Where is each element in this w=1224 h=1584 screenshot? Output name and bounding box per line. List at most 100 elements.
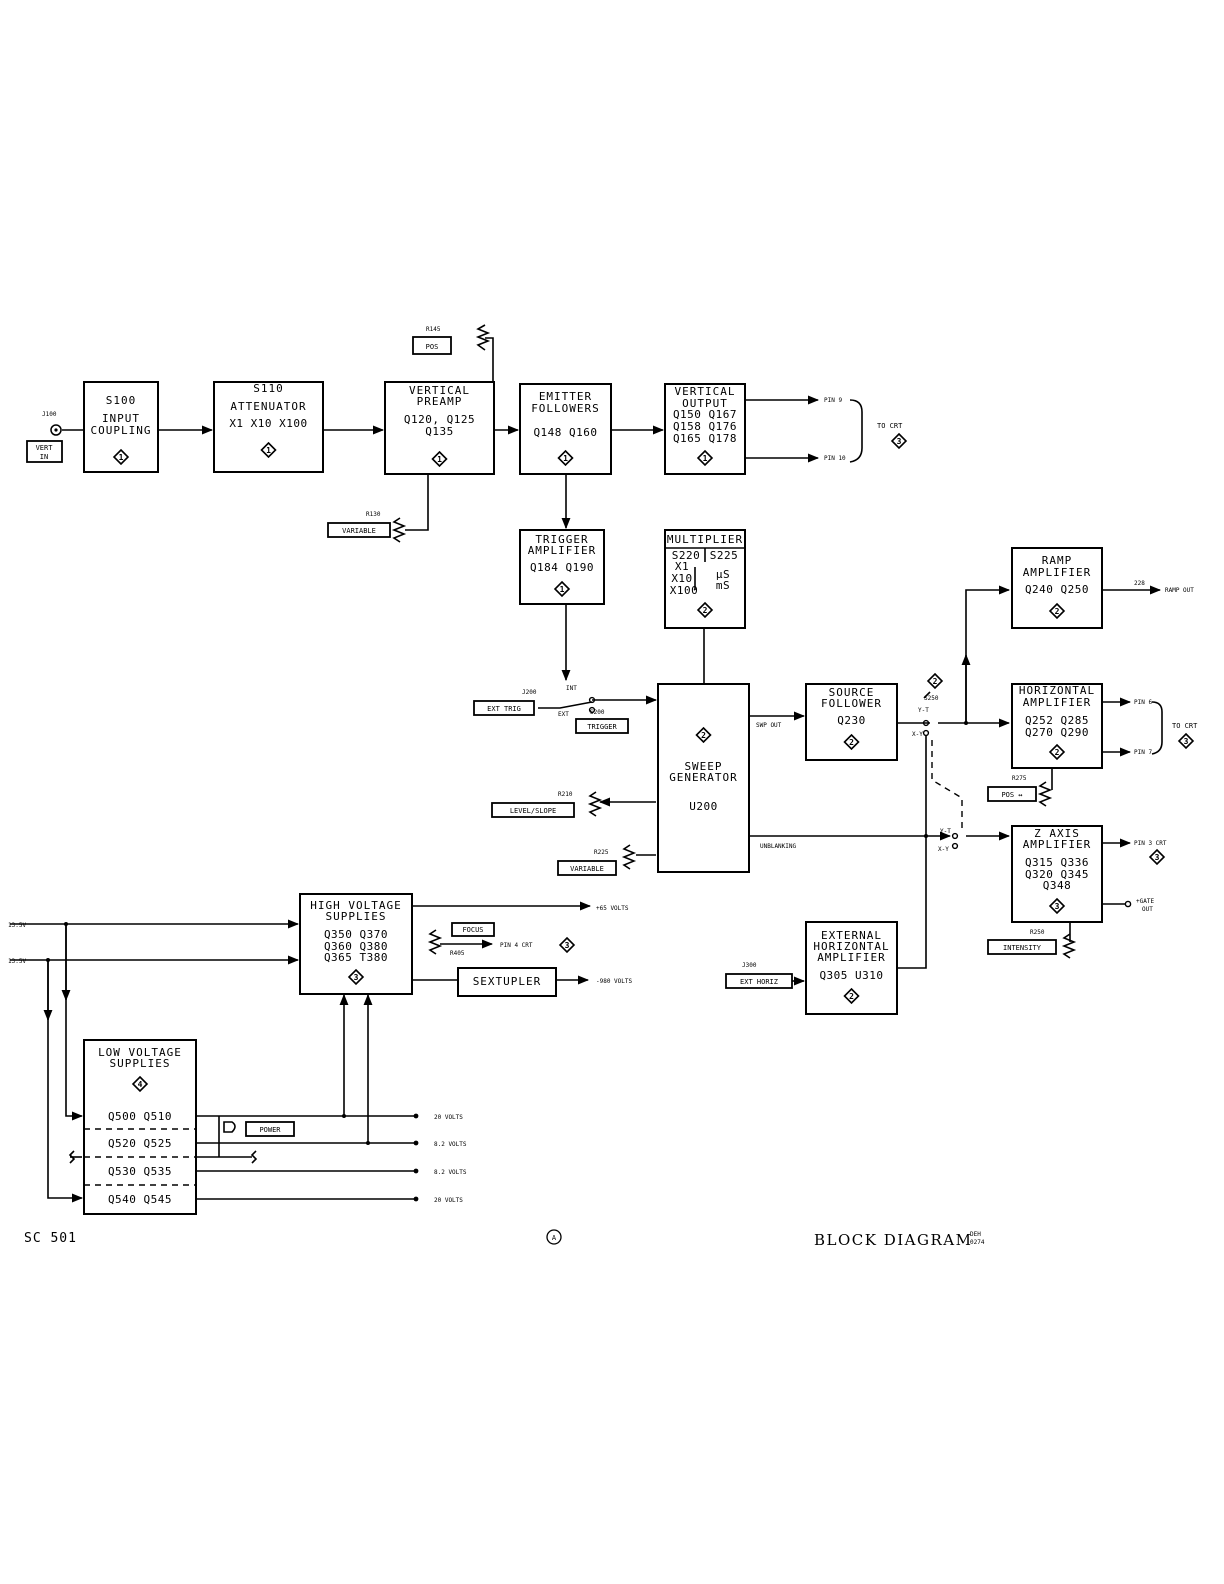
block-s110-body: X1 X10 X100 [229,417,307,430]
xy-label-a: X-Y [912,731,923,738]
focus-tag [451,922,495,937]
to-crt-label-2: TO CRT [1172,722,1198,730]
svg-text:1: 1 [437,455,442,464]
s250b-contact-yt [951,832,959,840]
power-switch [223,1121,236,1133]
block-zaxis-title: AMPLIFIER [1023,838,1092,851]
footer: SC 501 A BLOCK DIAGRAM DEH 0274 [24,1229,985,1249]
wire-r130 [405,474,429,531]
block-exth-frame [805,921,898,1015]
r250-label: R250 [1030,929,1045,936]
ext-label: EXT [558,711,569,718]
r405-label: R405 [450,950,465,957]
sheet-refs: 3 3 3 3 2 [558,432,1195,954]
block-mult-body: X10 [671,572,692,585]
r225-pot [621,844,637,870]
to-crt-label-1: TO CRT [877,422,903,430]
s200-label: S200 [590,709,605,716]
svg-text:1: 1 [563,454,568,463]
r130-label: R130 [366,511,381,518]
power-text: POWER [259,1126,281,1134]
block-lv-row: Q520 Q525 [108,1137,172,1150]
svg-text:3: 3 [1184,737,1189,746]
power-tag [245,1121,295,1137]
wire-lv-4 [47,960,84,1203]
block-mult-body: S220 [672,549,701,562]
code-label-2: 0274 [970,1239,985,1246]
block-hv-sheet-ref: 3 [347,968,365,986]
svg-text:2: 2 [701,731,706,740]
block-lv-row: Q500 Q510 [108,1110,172,1123]
block-zaxis-sheet-ref: 3 [1048,897,1066,915]
v82b-label: 8.2 VOLTS [434,1169,467,1176]
yt-label-b: Y-T [940,828,951,835]
pin3-sheet: 3 [1148,848,1166,866]
block-trig-sheet-ref: 1 [553,580,571,598]
pos-v-text: POS [426,343,439,351]
block-trig-body: Q184 Q190 [530,561,594,574]
block-exth-body: Q305 U310 [819,969,883,982]
minus980-label: -980 VOLTS [596,978,633,985]
r210-label: R210 [558,791,573,798]
block-emit-title: FOLLOWERS [531,402,600,415]
block-hv-body: Q360 Q380 [324,940,388,953]
s250-mark [923,691,931,699]
block-vpre-body: Q135 [425,425,454,438]
j100-jack [50,424,62,436]
r145-pot [475,324,491,351]
int-label: INT [566,685,577,692]
block-ramp-title: AMPLIFIER [1023,566,1092,579]
ramp-out-label: RAMP OUT [1165,587,1194,594]
block-s110-sheet-ref: 1 [260,441,277,459]
block-src-title: FOLLOWER [821,697,882,710]
pos-h-text: POS ↔ [1001,791,1022,799]
variable-s-tag [557,860,617,876]
svg-text:3: 3 [1155,853,1160,862]
block-zaxis-body: Q348 [1043,879,1072,892]
pin10-label: PIN 10 [824,455,846,462]
svg-text:3: 3 [565,941,570,950]
block-horiz-body: Q270 Q290 [1025,726,1089,739]
block-s100-frame [83,381,159,473]
variable-v-text: VARIABLE [342,527,376,535]
block-sweep-sheet-ref: 2 [695,726,712,744]
v20a-label: 20 VOLTS [434,1114,463,1121]
block-hv-title: SUPPLIES [326,910,387,923]
s200-contact-int [588,696,596,704]
to-crt-sheet-1: 3 [890,432,908,450]
block-hv-body: Q350 Q370 [324,928,388,941]
r145-label: R145 [426,326,441,333]
plus65-label: +65 VOLTS [596,905,629,912]
switch-ganged-link [931,740,963,832]
block-emit-title: EMITTER [539,390,592,403]
block-src-body: Q230 [837,714,866,727]
svg-text:2: 2 [933,677,938,686]
pos-h-tag [987,786,1037,802]
components [50,324,1132,1164]
swp-out-label: SWP OUT [756,722,782,729]
block-exth-title: HORIZONTAL [813,940,889,953]
block-horiz-title: HORIZONTAL [1019,684,1095,697]
block-sext: SEXTUPLER [457,967,557,997]
svg-text:2: 2 [1055,748,1060,757]
block-trig-title: TRIGGER [535,533,588,546]
svg-text:3: 3 [897,437,902,446]
pin9-label: PIN 9 [824,397,842,404]
block-lv-row: Q530 Q535 [108,1165,172,1178]
block-s100-sheet-ref: 1 [112,448,130,466]
block-vpre-frame [384,381,495,475]
block-vpre-sheet-ref: 1 [431,450,448,468]
trigger-text: TRIGGER [587,723,617,731]
s200-contact-ext [588,706,596,714]
s250-sheet: 2 [926,672,944,690]
r210-pot [587,791,603,817]
block-ramp-frame [1011,547,1103,629]
s250-label: S250 [924,695,939,702]
gate-out-label-1: +GATE [1136,898,1154,905]
s250b-contact-xy [951,842,959,850]
